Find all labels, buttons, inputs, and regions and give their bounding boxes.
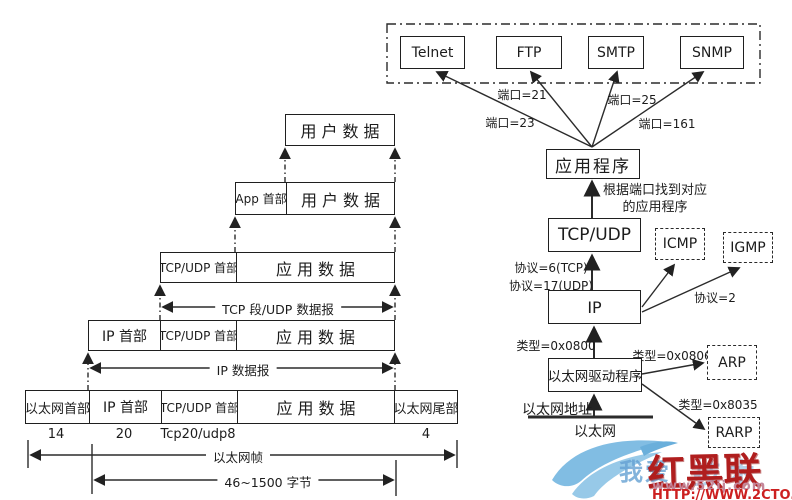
watermark-site: www.52ij.com <box>652 479 767 494</box>
byte-count-eth-header: 14 <box>47 427 65 442</box>
arrow-ip-to-icmp <box>641 263 676 308</box>
edge-label-protocol-igmp: 协议=2 <box>694 291 736 305</box>
cell-user-data: 用户数据 <box>300 122 385 141</box>
note-demux-line2: 的应用程序 <box>622 200 688 215</box>
watermark-wing <box>552 440 678 499</box>
edge-label-port-161: 端口=161 <box>638 117 696 131</box>
cell-app-data: 应用数据 <box>237 391 394 423</box>
row-eth-frame: 以太网首部 IP 首部 TCP/UDP 首部 应用数据 以太网尾部 <box>25 390 458 424</box>
edge-label-type-0x8035: 类型=0x8035 <box>678 398 758 412</box>
cell-tcpudp-header: TCP/UDP 首部 <box>160 321 236 350</box>
row-app-message: App 首部 用户数据 <box>235 182 395 215</box>
cell-app-data: 应用数据 <box>236 321 394 350</box>
edge-label-port-23: 端口=23 <box>485 116 535 130</box>
label-eth-address: 以太网地址 <box>522 402 592 418</box>
node-igmp: IGMP <box>723 232 773 263</box>
node-rarp: RARP <box>708 417 760 448</box>
cell-eth-trailer: 以太网尾部 <box>394 391 457 423</box>
node-icmp: ICMP <box>655 228 705 260</box>
cell-user-data: 用户数据 <box>286 183 394 214</box>
note-demux: 根据端口找到对应 的应用程序 <box>600 182 710 216</box>
app-group-dashed-frame <box>386 23 761 84</box>
node-application: 应用程序 <box>546 149 640 179</box>
arrow-app-to-ftp <box>529 70 593 148</box>
cell-ip-header: IP 首部 <box>89 391 161 423</box>
byte-count-tcpudp-header: Tcp20/udp8 <box>160 427 236 442</box>
watermark-overlay: 技术 <box>693 457 762 490</box>
cell-app-header: App 首部 <box>236 192 286 206</box>
node-smtp: SMTP <box>588 36 644 69</box>
arrow-app-to-telnet <box>435 71 593 148</box>
caption-ip-datagram: IP 数据报 <box>209 360 277 379</box>
cell-eth-header: 以太网首部 <box>26 401 89 417</box>
edge-label-protocol-udp: 协议=17(UDP) <box>509 279 593 293</box>
edge-label-port-25: 端口=25 <box>607 93 657 107</box>
edge-label-port-21: 端口=21 <box>497 88 547 102</box>
caption-eth-frame: 以太网帧 <box>205 447 271 466</box>
caption-frame-range: 46~1500 字节 <box>217 472 319 491</box>
edge-label-type-0x0800: 类型=0x0800 <box>516 339 596 353</box>
node-tcp-udp: TCP/UDP <box>548 218 641 252</box>
watermark-prefix: 我爱 <box>619 458 671 486</box>
arrow-driver-to-rarp <box>641 383 706 431</box>
cell-tcpudp-header: TCP/UDP 首部 <box>161 391 237 423</box>
byte-count-ip-header: 20 <box>115 427 133 442</box>
node-ip: IP <box>548 290 641 324</box>
node-telnet: Telnet <box>400 36 465 69</box>
arrow-ip-to-igmp <box>641 266 741 313</box>
arrow-app-to-smtp <box>591 70 620 148</box>
edge-label-type-0x0806: 类型=0x0806 <box>632 349 712 363</box>
watermark-url: HTTP://WWW.2CTO.COM <box>652 488 792 500</box>
caption-tcp-segment: TCP 段/UDP 数据报 <box>215 299 341 318</box>
node-snmp: SNMP <box>680 36 744 69</box>
arrow-app-to-snmp <box>591 71 705 148</box>
node-ftp: FTP <box>496 36 562 69</box>
cell-app-data: 应用数据 <box>236 253 394 282</box>
label-ethernet: 以太网 <box>574 424 616 440</box>
byte-count-eth-trailer: 4 <box>421 427 431 442</box>
cell-tcpudp-header: TCP/UDP 首部 <box>161 261 236 275</box>
row-ip-datagram: IP 首部 TCP/UDP 首部 应用数据 <box>88 320 395 351</box>
note-demux-line1: 根据端口找到对应 <box>602 183 707 198</box>
node-arp: ARP <box>707 345 757 380</box>
row-user-data: 用户数据 <box>285 114 395 146</box>
cell-ip-header: IP 首部 <box>101 328 148 345</box>
edge-label-protocol-tcp: 协议=6(TCP) <box>514 261 588 275</box>
arrow-driver-to-arp <box>641 358 705 375</box>
node-eth-driver: 以太网驱动程序 <box>548 358 642 392</box>
row-tcp-segment: TCP/UDP 首部 应用数据 <box>160 252 395 283</box>
